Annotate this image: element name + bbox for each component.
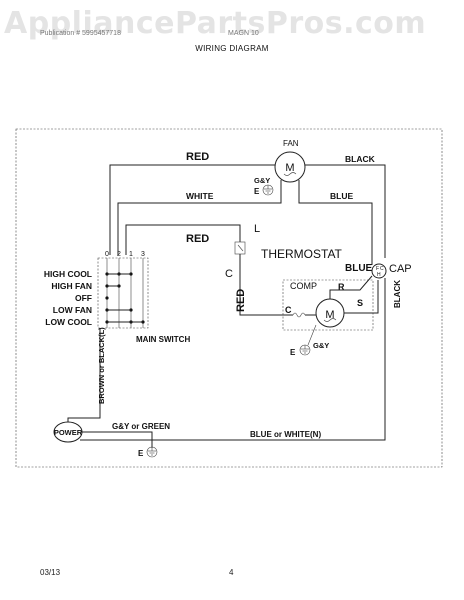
power-label: POWER <box>54 428 83 437</box>
comp-gy-label: G&Y <box>313 341 329 350</box>
fan-ground-e: E <box>254 187 260 196</box>
wire-label-black-top: BLACK <box>345 154 376 164</box>
diagram-frame <box>15 128 443 468</box>
wire-gy-green <box>82 431 153 448</box>
wire-comp-r <box>329 275 373 299</box>
wire-red-top <box>109 164 275 255</box>
thermostat-l: L <box>254 223 260 235</box>
wire-label-red-top: RED <box>186 151 209 163</box>
position-high-fan: HIGH FAN <box>51 281 92 291</box>
position-low-fan: LOW FAN <box>53 305 92 315</box>
page-title: WIRING DIAGRAM <box>195 44 269 53</box>
overload-protector-icon <box>292 312 306 318</box>
wire-white <box>117 180 282 255</box>
switch-terminal-2: 2 <box>117 251 121 258</box>
fan-motor-symbol: M <box>285 162 294 174</box>
comp-c: C <box>285 305 292 315</box>
wire-label-brown-black: BROWN or BLACK(L) <box>97 327 106 404</box>
comp-s: S <box>357 298 363 308</box>
switch-position-labels: HIGH COOL HIGH FAN OFF LOW FAN LOW COOL <box>44 269 92 327</box>
wire-label-red-mid: RED <box>186 233 209 245</box>
cap-h: H <box>377 272 381 278</box>
wire-comp-s <box>344 280 379 314</box>
wire-black-vertical <box>80 278 386 441</box>
switch-terminal-1: 1 <box>129 251 133 258</box>
switch-terminal-3: 3 <box>141 251 145 258</box>
compressor-motor-symbol: M <box>325 309 334 321</box>
main-switch-label: MAIN SWITCH <box>136 335 190 344</box>
wire-label-gy-green: G&Y or GREEN <box>112 422 170 431</box>
wire-label-white: WHITE <box>186 191 214 201</box>
comp-label: COMP <box>290 281 317 291</box>
wire-label-red-vertical: RED <box>235 289 247 312</box>
fan-motor-icon <box>274 151 306 183</box>
cap-label: CAP <box>389 263 412 275</box>
wire-label-blue-white: BLUE or WHITE(N) <box>250 430 321 439</box>
thermostat-icon <box>234 241 246 255</box>
wire-label-blue-cap: BLUE <box>345 263 373 274</box>
footer-page-number: 4 <box>229 568 234 577</box>
fan-ground-icon <box>262 184 274 196</box>
switch-terminal-0: 0 <box>105 251 109 258</box>
wire-label-blue: BLUE <box>330 191 353 201</box>
switch-terminals: 0 2 1 3 <box>105 251 145 258</box>
switch-bridges <box>107 273 143 323</box>
footer-date: 03/13 <box>40 568 61 577</box>
fan-motor-wave <box>283 172 297 176</box>
wire-label-black-vertical: BLACK <box>393 280 402 308</box>
thermostat-label: THERMOSTAT <box>261 247 343 261</box>
switch-contacts <box>105 272 145 324</box>
wire-blue <box>298 180 373 265</box>
position-off: OFF <box>75 293 92 303</box>
wire-black-top <box>305 164 386 258</box>
wire-red-thermostat-comp <box>239 254 293 316</box>
comp-ground-icon <box>299 344 311 356</box>
power-ground-icon <box>146 446 158 458</box>
position-high-cool: HIGH COOL <box>44 269 92 279</box>
watermark: AppliancePartsPros.com <box>4 6 427 41</box>
switch-columns <box>106 258 144 328</box>
capacitor-icon <box>371 263 387 279</box>
comp-r: R <box>338 282 345 292</box>
publication-number: Publication # 5995457718 <box>40 30 121 37</box>
position-low-cool: LOW COOL <box>45 317 92 327</box>
cap-c: C <box>380 266 384 272</box>
comp-ground-e: E <box>290 348 296 357</box>
power-ground-e: E <box>138 449 144 458</box>
main-switch-box <box>97 257 149 329</box>
thermostat-c: C <box>225 268 233 280</box>
fan-label: FAN <box>283 139 299 148</box>
fan-gy-label: G&Y <box>254 176 270 185</box>
model-number: MAGN 10 <box>228 30 259 37</box>
wire-brown-black <box>67 328 101 422</box>
wire-red-mid <box>125 224 241 255</box>
cap-f: F <box>376 266 379 272</box>
